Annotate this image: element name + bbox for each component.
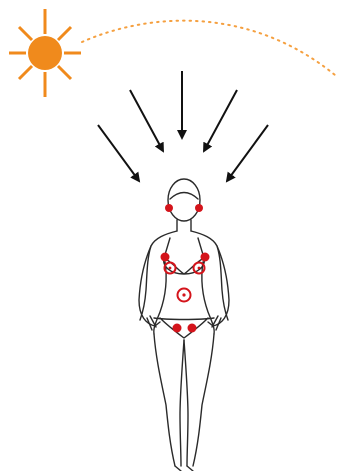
marker-dot <box>161 253 170 262</box>
marker-dot <box>195 204 203 212</box>
leg-right <box>193 334 214 466</box>
marker-dot <box>188 324 197 333</box>
arrow-down-icon <box>227 125 268 181</box>
marker-dot <box>173 324 182 333</box>
sun-icon <box>9 9 81 97</box>
leg-right-inner <box>184 340 188 466</box>
torso-right <box>191 231 228 320</box>
marker-ring-center <box>169 267 172 270</box>
sun-disc <box>28 36 62 70</box>
leg-left-inner <box>180 340 184 466</box>
head <box>168 179 200 221</box>
arrow-down-icon <box>204 90 237 151</box>
arrow-down-icon <box>98 125 139 181</box>
human-figure-icon <box>139 179 229 471</box>
marker-ring-center <box>198 267 201 270</box>
marker-dot <box>165 204 173 212</box>
arrow-down-icon <box>130 90 163 151</box>
waist-left <box>154 262 166 334</box>
waist-right <box>202 262 214 334</box>
marker-ring-center <box>182 293 185 296</box>
sun-path-arc <box>82 21 335 75</box>
sun-ray-arrows <box>98 71 268 181</box>
torso-left <box>140 231 177 320</box>
leg-left <box>154 334 175 466</box>
feet <box>175 466 193 471</box>
hair-line <box>170 193 198 200</box>
marker-dot <box>201 253 210 262</box>
bikini-bottom <box>154 318 214 338</box>
